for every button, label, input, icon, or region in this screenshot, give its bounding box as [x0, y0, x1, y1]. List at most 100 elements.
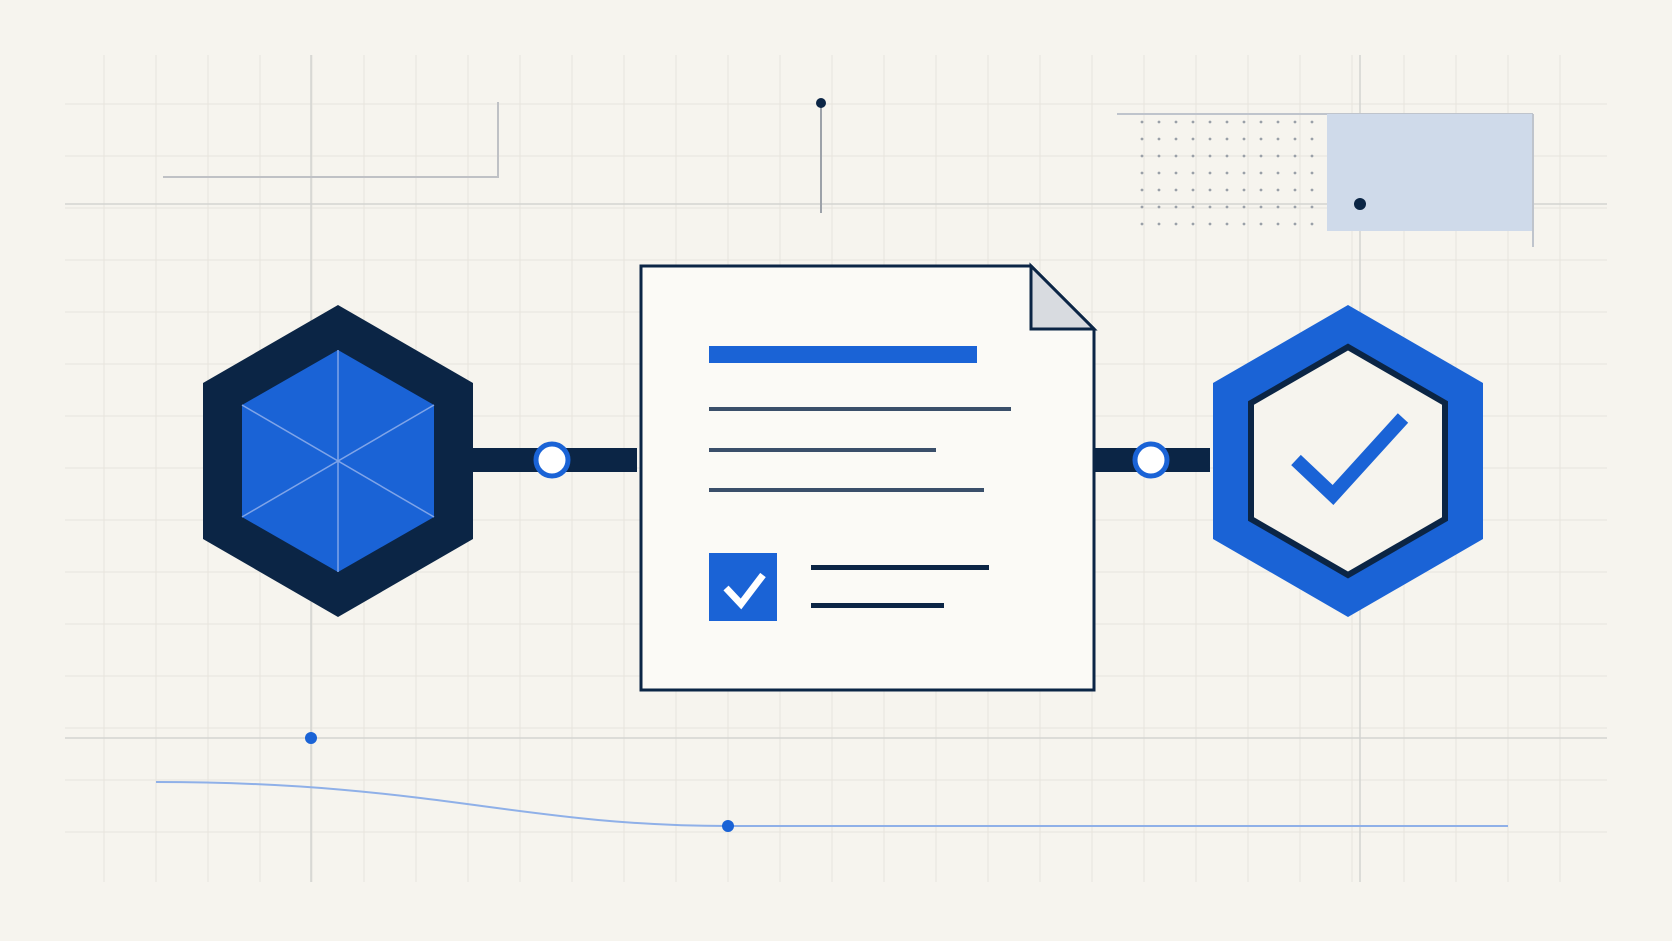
matrix-dot	[1174, 188, 1178, 192]
matrix-dot	[1174, 222, 1178, 226]
matrix-dot	[1225, 137, 1229, 141]
hexagon-check-icon	[1213, 305, 1483, 617]
matrix-dot	[1293, 154, 1297, 158]
panel-rect	[1327, 114, 1533, 231]
matrix-dot	[1208, 154, 1212, 158]
pin-head	[816, 98, 826, 108]
matrix-dot	[1310, 137, 1314, 141]
matrix-dot	[1310, 154, 1314, 158]
matrix-dot	[1191, 222, 1195, 226]
panel-dot	[1354, 198, 1366, 210]
badge-hexagon-inner	[1248, 343, 1448, 579]
matrix-dot	[1293, 137, 1297, 141]
matrix-dot	[1140, 120, 1144, 124]
cube-edges	[241, 350, 435, 572]
matrix-dot	[1157, 137, 1161, 141]
matrix-dot	[1242, 205, 1246, 209]
matrix-dot	[1242, 137, 1246, 141]
matrix-dot	[1191, 171, 1195, 175]
document-icon	[639, 262, 1098, 692]
matrix-dot	[1310, 120, 1314, 124]
matrix-dot	[1157, 154, 1161, 158]
matrix-dot	[1259, 188, 1263, 192]
checklist-line-2	[811, 603, 944, 608]
matrix-dot	[1157, 205, 1161, 209]
matrix-dot	[1276, 154, 1280, 158]
matrix-dot	[1259, 171, 1263, 175]
matrix-dot	[1140, 188, 1144, 192]
matrix-dot	[1225, 171, 1229, 175]
matrix-dot	[1140, 205, 1144, 209]
matrix-dot	[1208, 205, 1212, 209]
matrix-dot	[1140, 222, 1144, 226]
matrix-dot	[1310, 222, 1314, 226]
bottom-marker-left	[305, 732, 317, 744]
matrix-dot	[1174, 120, 1178, 124]
matrix-dot	[1259, 120, 1263, 124]
highlight-panel	[1117, 113, 1534, 247]
matrix-dot	[1225, 188, 1229, 192]
matrix-dot	[1242, 222, 1246, 226]
matrix-dot	[1174, 171, 1178, 175]
document-text-line-1	[709, 407, 1011, 411]
matrix-dot	[1191, 188, 1195, 192]
matrix-dot	[1310, 188, 1314, 192]
matrix-dot	[1259, 222, 1263, 226]
matrix-dot	[1293, 188, 1297, 192]
checkbox-box	[709, 553, 777, 621]
document-heading-bar	[709, 346, 977, 363]
matrix-dot	[1242, 188, 1246, 192]
matrix-dot	[1208, 188, 1212, 192]
hexagon-cube-icon	[203, 305, 473, 617]
checkbox-checked-icon	[709, 553, 777, 621]
timeline-curve	[155, 781, 1508, 827]
matrix-dot	[1208, 137, 1212, 141]
matrix-dot	[1225, 205, 1229, 209]
pin-marker	[816, 98, 826, 213]
matrix-dot	[1174, 137, 1178, 141]
matrix-dot	[1310, 171, 1314, 175]
matrix-dot	[1208, 222, 1212, 226]
matrix-dot	[1140, 154, 1144, 158]
matrix-dot	[1174, 154, 1178, 158]
dot-matrix	[1140, 120, 1314, 226]
matrix-dot	[1191, 137, 1195, 141]
corner-bracket	[163, 102, 499, 178]
matrix-dot	[1242, 154, 1246, 158]
timeline-marker	[722, 820, 734, 832]
connector-left	[470, 441, 637, 479]
matrix-dot	[1208, 171, 1212, 175]
matrix-dot	[1157, 222, 1161, 226]
matrix-dot	[1225, 120, 1229, 124]
matrix-dot	[1157, 188, 1161, 192]
matrix-dot	[1293, 171, 1297, 175]
matrix-dot	[1174, 205, 1178, 209]
matrix-dot	[1242, 171, 1246, 175]
connector-node-right	[1132, 441, 1170, 479]
matrix-dot	[1276, 222, 1280, 226]
matrix-dot	[1208, 120, 1212, 124]
matrix-dot	[1276, 120, 1280, 124]
document-text-line-3	[709, 488, 984, 492]
matrix-dot	[1191, 120, 1195, 124]
matrix-dot	[1242, 120, 1246, 124]
checklist-line-1	[811, 565, 989, 570]
document-text-line-2	[709, 448, 936, 452]
matrix-dot	[1293, 205, 1297, 209]
matrix-dot	[1293, 120, 1297, 124]
badge-checkmark	[1291, 413, 1409, 505]
matrix-dot	[1259, 137, 1263, 141]
matrix-dot	[1157, 120, 1161, 124]
matrix-dot	[1140, 137, 1144, 141]
matrix-dot	[1225, 222, 1229, 226]
matrix-dot	[1140, 171, 1144, 175]
matrix-dot	[1310, 205, 1314, 209]
matrix-dot	[1191, 205, 1195, 209]
matrix-dot	[1276, 188, 1280, 192]
matrix-dot	[1225, 154, 1229, 158]
matrix-dot	[1276, 205, 1280, 209]
connector-node-left	[533, 441, 571, 479]
matrix-dot	[1293, 222, 1297, 226]
